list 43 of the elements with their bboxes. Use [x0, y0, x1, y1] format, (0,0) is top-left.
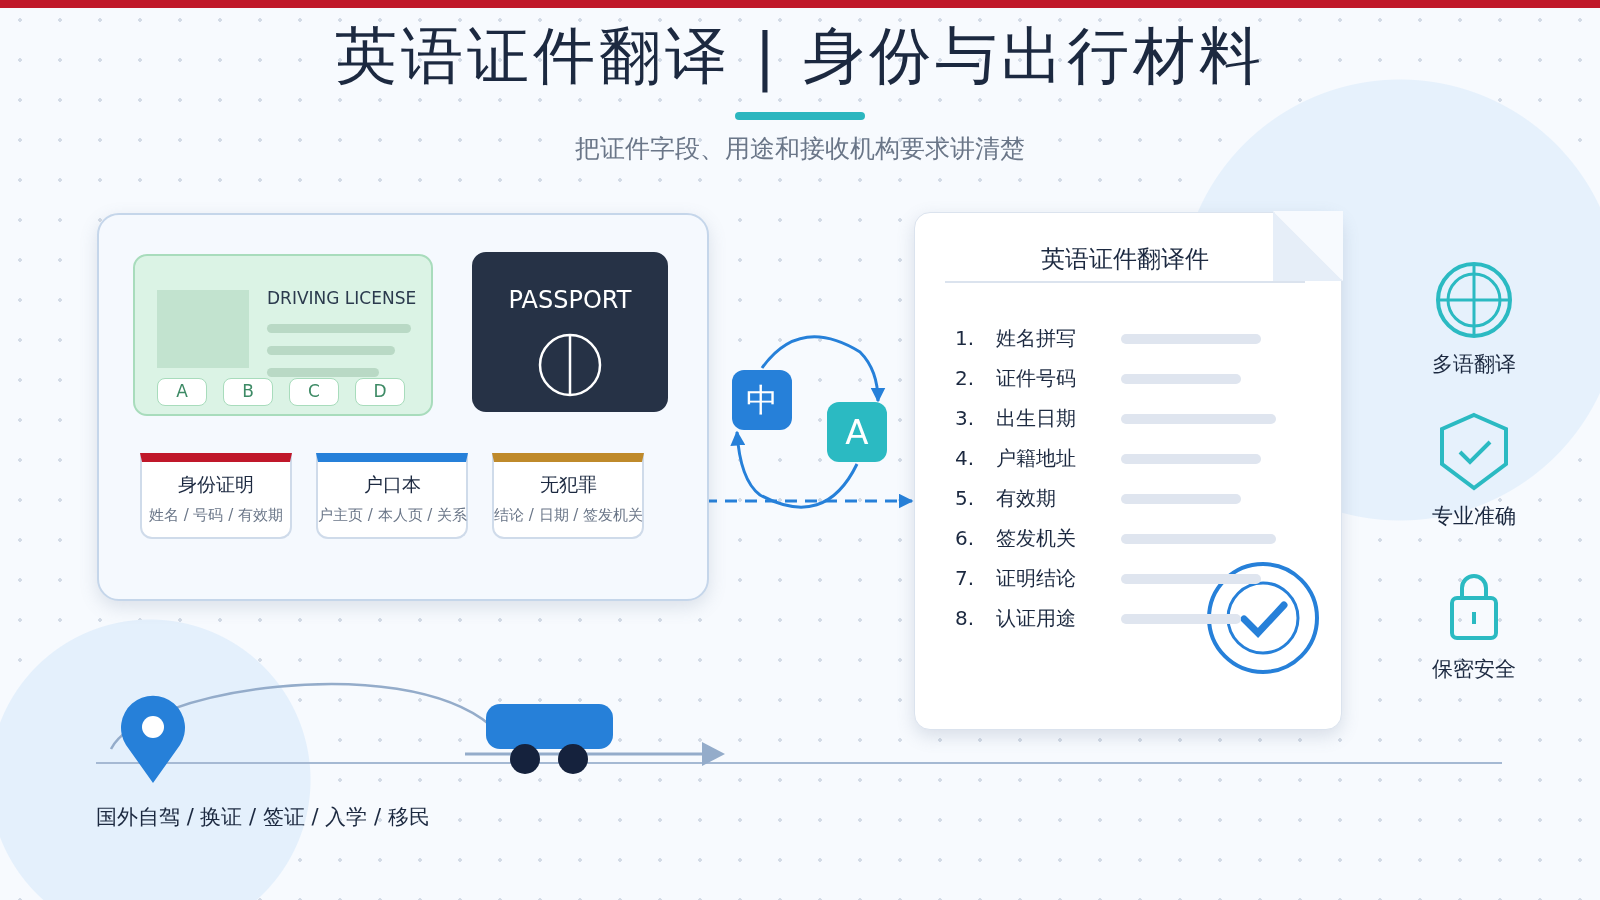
list-item: 7. 证明结论	[955, 565, 1077, 592]
field-tab	[157, 378, 207, 406]
field-letter: B	[241, 380, 255, 403]
card-fields: 结论 / 日期 / 签发机关	[494, 506, 642, 525]
feature-label: 多语翻译	[1431, 351, 1517, 378]
field-letter: D	[372, 380, 388, 403]
list-item: 8. 认证用途	[955, 605, 1077, 632]
document-panel	[97, 213, 709, 601]
card-title: 无犯罪	[538, 472, 598, 497]
field-tab	[289, 378, 339, 406]
list-item: 2. 证件号码	[955, 365, 1077, 392]
field-letter: A	[175, 380, 189, 403]
card-title: 身份证明	[177, 472, 255, 497]
passport-card	[472, 252, 668, 412]
list-item: 1. 姓名拼写	[955, 325, 1077, 352]
card-fields: 户主页 / 本人页 / 关系	[318, 506, 466, 525]
translation-document	[914, 212, 1342, 730]
field-tab	[355, 378, 405, 406]
list-item: 6. 签发机关	[955, 525, 1077, 552]
field-letter: C	[307, 380, 321, 403]
list-item: 5. 有效期	[955, 485, 1057, 512]
list-item: 4. 户籍地址	[955, 445, 1077, 472]
arrow	[730, 430, 859, 509]
feature-label: 专业准确	[1431, 503, 1517, 530]
card-fields: 姓名 / 号码 / 有效期	[142, 506, 290, 525]
certificate-card	[140, 453, 292, 539]
card-title: 户口本	[362, 472, 422, 497]
driving-license-card	[133, 254, 433, 416]
use-case-text: 国外自驾 / 换证 / 签证 / 入学 / 移民	[96, 804, 430, 831]
field-tab	[223, 378, 273, 406]
arrow	[760, 335, 886, 403]
card-title: PASSPORT	[507, 286, 633, 314]
certificate-card	[492, 453, 644, 539]
page-title: 英语证件翻译 | 身份与出行材料	[333, 18, 1267, 95]
subtitle: 把证件字段、用途和接收机构要求讲清楚	[574, 133, 1026, 165]
bubble-letter: A	[844, 411, 870, 454]
english-bubble	[827, 402, 887, 462]
list-item: 3. 出生日期	[955, 405, 1077, 432]
card-title: DRIVING LICENSE	[267, 288, 417, 308]
chinese-bubble	[732, 370, 792, 430]
certificate-card	[316, 453, 468, 539]
feature-label: 保密安全	[1431, 656, 1517, 683]
bubble-letter: 中	[745, 380, 779, 421]
